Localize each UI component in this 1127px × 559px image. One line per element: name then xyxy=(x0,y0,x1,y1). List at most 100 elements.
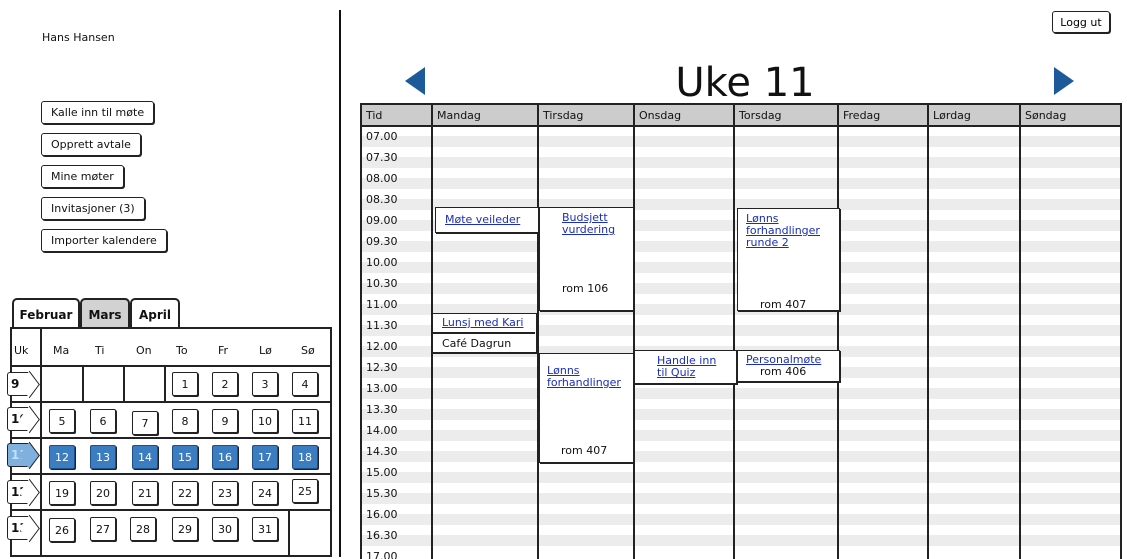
time-label: 10.30 xyxy=(366,277,398,290)
day-13[interactable]: 13 xyxy=(90,445,116,469)
row-band xyxy=(362,493,1120,504)
column-header-time: Tid xyxy=(362,105,433,125)
row-band xyxy=(362,178,1120,189)
event-location: rom 407 xyxy=(561,444,608,457)
column-divider xyxy=(733,105,735,559)
column-header-friday: Fredag xyxy=(839,105,929,125)
event-budsjett-vurdering[interactable]: Budsjett vurdering rom 106 xyxy=(539,207,634,311)
week-number-11[interactable]: 11 xyxy=(7,443,29,467)
column-header-saturday: Lørdag xyxy=(929,105,1021,125)
day-1[interactable]: 1 xyxy=(172,372,198,396)
row-band xyxy=(362,472,1120,483)
call-meeting-button[interactable]: Kalle inn til møte xyxy=(41,101,155,124)
event-title[interactable]: Møte veileder xyxy=(445,213,521,226)
logout-button[interactable]: Logg ut xyxy=(1052,11,1110,33)
day-15[interactable]: 15 xyxy=(172,445,198,469)
week-number-13[interactable]: 13 xyxy=(7,516,29,540)
time-label: 16.30 xyxy=(366,529,398,542)
day-5[interactable]: 5 xyxy=(49,409,75,433)
day-14[interactable]: 14 xyxy=(132,445,158,469)
day-9[interactable]: 9 xyxy=(212,409,238,433)
column-header-tuesday: Tirsdag xyxy=(539,105,635,125)
next-week-arrow-icon[interactable] xyxy=(1054,67,1074,95)
day-12[interactable]: 12 xyxy=(49,445,75,469)
cal-header-week: Uk xyxy=(14,344,29,357)
tab-februar[interactable]: Februar xyxy=(12,298,80,329)
day-26[interactable]: 26 xyxy=(49,518,75,542)
header-divider xyxy=(362,125,1120,127)
day-2[interactable]: 2 xyxy=(212,372,238,396)
event-lonns-forhandlinger[interactable]: Lønns forhandlinger rom 407 xyxy=(539,353,634,463)
day-17[interactable]: 17 xyxy=(252,445,278,469)
time-label: 08.00 xyxy=(366,172,398,185)
tab-april[interactable]: April xyxy=(130,298,180,329)
day-21[interactable]: 21 xyxy=(132,481,158,505)
day-10[interactable]: 10 xyxy=(252,409,278,433)
column-header-thursday: Torsdag xyxy=(735,105,839,125)
row-band xyxy=(362,157,1120,168)
week-number-10[interactable]: 10 xyxy=(7,407,29,431)
day-29[interactable]: 29 xyxy=(172,517,198,541)
time-label: 07.30 xyxy=(366,151,398,164)
tab-mars[interactable]: Mars xyxy=(80,298,130,329)
week-title: Uke 11 xyxy=(675,60,815,106)
day-19[interactable]: 19 xyxy=(49,481,75,505)
event-title[interactable]: Handle inn til Quiz xyxy=(657,354,717,379)
invitations-button[interactable]: Invitasjoner (3) xyxy=(41,197,145,220)
cal-header-fri: Fr xyxy=(218,344,229,357)
event-personalmote[interactable]: Personalmøte rom 406 xyxy=(737,350,840,382)
create-appointment-button[interactable]: Opprett avtale xyxy=(41,133,141,156)
time-label: 16.00 xyxy=(366,508,398,521)
row-band xyxy=(362,409,1120,420)
day-31[interactable]: 31 xyxy=(252,517,278,541)
row-band xyxy=(362,388,1120,399)
event-mote-veileder[interactable]: Møte veileder xyxy=(435,207,539,233)
day-25[interactable]: 25 xyxy=(292,479,318,503)
cal-header-sun: Sø xyxy=(301,344,315,357)
import-calendars-button[interactable]: Importer kalendere xyxy=(41,229,167,252)
event-title[interactable]: Lønns forhandlinger runde 2 xyxy=(746,212,820,249)
event-lonns-forhandlinger-runde-2[interactable]: Lønns forhandlinger runde 2 rom 407 xyxy=(737,208,840,311)
time-label: 08.30 xyxy=(366,193,398,206)
cal-header-mon: Ma xyxy=(53,344,70,357)
day-28[interactable]: 28 xyxy=(130,517,156,541)
event-title[interactable]: Lunsj med Kari xyxy=(442,316,524,329)
cal-grid-line xyxy=(12,473,330,475)
time-label: 14.30 xyxy=(366,445,398,458)
day-27[interactable]: 27 xyxy=(90,517,116,541)
day-7[interactable]: 7 xyxy=(132,411,158,435)
day-23[interactable]: 23 xyxy=(212,481,238,505)
cal-grid-line xyxy=(12,509,330,511)
day-3[interactable]: 3 xyxy=(252,372,278,396)
time-label: 13.30 xyxy=(366,403,398,416)
day-4[interactable]: 4 xyxy=(292,372,318,396)
event-handle-inn-til-quiz[interactable]: Handle inn til Quiz xyxy=(634,350,737,384)
event-title[interactable]: Lønns forhandlinger xyxy=(547,364,621,389)
cal-header-wed: On xyxy=(136,344,152,357)
week-number-12[interactable]: 12 xyxy=(7,480,29,504)
day-24[interactable]: 24 xyxy=(252,481,278,505)
cal-grid-line xyxy=(164,365,166,401)
cal-grid-line xyxy=(12,401,330,403)
row-band xyxy=(362,199,1120,210)
day-6[interactable]: 6 xyxy=(90,409,116,433)
day-18[interactable]: 18 xyxy=(292,445,318,469)
time-label: 11.30 xyxy=(366,319,398,332)
day-30[interactable]: 30 xyxy=(212,517,238,541)
week-view: Tid Mandag Tirsdag Onsdag Torsdag Fredag… xyxy=(360,103,1122,559)
day-16[interactable]: 16 xyxy=(212,445,238,469)
day-22[interactable]: 22 xyxy=(172,481,198,505)
event-title[interactable]: Budsjett vurdering xyxy=(562,211,616,236)
row-band xyxy=(362,430,1120,441)
event-location: rom 407 xyxy=(760,298,807,311)
my-meetings-button[interactable]: Mine møter xyxy=(41,165,124,188)
event-lunsj-med-kari[interactable]: Lunsj med Kari Café Dagrun xyxy=(432,313,537,353)
cal-grid-line xyxy=(123,365,125,401)
event-title[interactable]: Personalmøte xyxy=(746,353,822,366)
day-8[interactable]: 8 xyxy=(172,409,198,433)
day-11[interactable]: 11 xyxy=(292,409,318,433)
day-20[interactable]: 20 xyxy=(90,481,116,505)
cal-header-sat: Lø xyxy=(259,344,272,357)
prev-week-arrow-icon[interactable] xyxy=(405,67,425,95)
week-number-9[interactable]: 9 xyxy=(7,372,29,396)
